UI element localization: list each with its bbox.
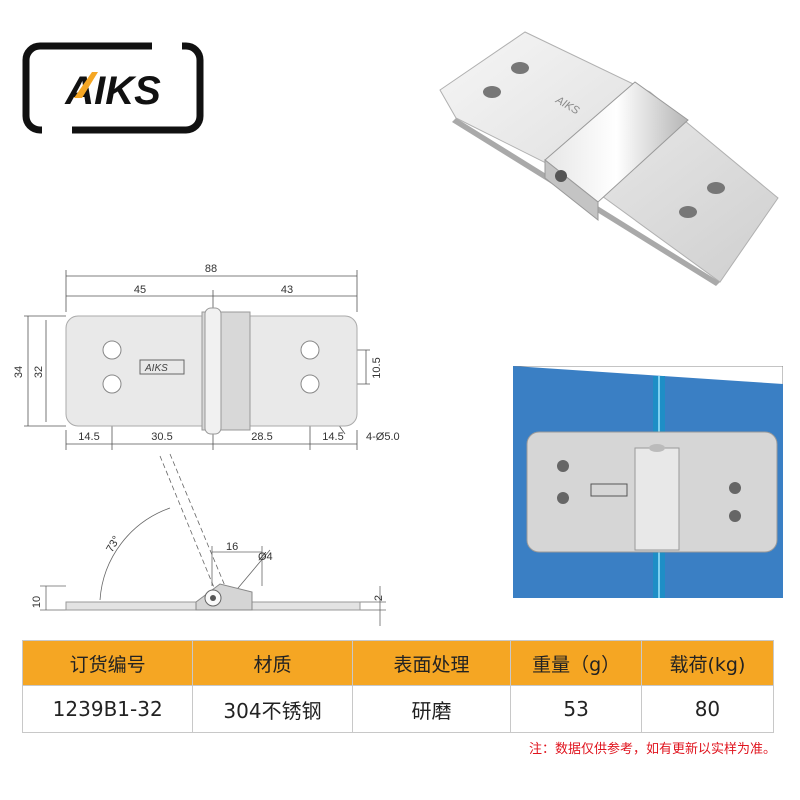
svg-text:AIKS: AIKS: [144, 363, 168, 374]
footnote: 注：数据仅供参考，如有更新以实样为准。: [528, 742, 776, 757]
cell-material: 304不锈钢: [192, 685, 353, 733]
dim-edge-right: 14.5: [322, 431, 343, 443]
cell-surface: 研磨: [351, 685, 512, 733]
spec-table: 订货编号 材质 表面处理 重量（g） 载荷(kg) 1239B1-32 304不…: [21, 640, 775, 733]
dim-inner-height: 32: [33, 366, 45, 378]
cell-load: 80: [640, 685, 775, 733]
product-photo: AIKS: [439, 31, 779, 286]
dim-outer-height: 34: [13, 366, 25, 378]
cell-weight: 53: [510, 685, 642, 733]
header-load: 载荷(kg): [640, 640, 775, 686]
header-surface: 表面处理: [351, 640, 512, 686]
dim-span-left: 30.5: [151, 431, 172, 443]
dim-total-length: 88: [205, 263, 217, 275]
spec-table-row: 1239B1-32 304不锈钢 研磨 53 80: [21, 685, 775, 733]
technical-drawing: AIKS 88 45 43 34 32 10.5 14.5 30.5 28.5 …: [13, 263, 400, 626]
dim-angle: 73°: [104, 534, 123, 554]
logo-accent-mark: [74, 72, 98, 98]
header-weight: 重量（g）: [510, 640, 642, 686]
dim-hole-spacing: 10.5: [371, 357, 383, 378]
dim-left-length: 45: [134, 284, 146, 296]
dim-pin-diameter: Ø4: [258, 551, 273, 563]
installation-photo: [513, 366, 783, 598]
dim-edge-left: 14.5: [78, 431, 99, 443]
header-order-no: 订货编号: [21, 640, 194, 686]
dim-knuckle-offset: 16: [226, 541, 238, 553]
dim-holes: 4-Ø5.0: [366, 431, 400, 443]
dim-span-right: 28.5: [251, 431, 272, 443]
cell-order-no: 1239B1-32: [21, 685, 194, 733]
header-material: 材质: [192, 640, 353, 686]
dim-thickness: 2: [373, 595, 385, 601]
dim-right-length: 43: [281, 284, 293, 296]
logo-text: AIKS: [64, 69, 161, 113]
brand-logo: AIKS: [22, 42, 204, 134]
spec-table-header-row: 订货编号 材质 表面处理 重量（g） 载荷(kg): [21, 640, 775, 686]
dim-side-height: 10: [31, 596, 43, 608]
